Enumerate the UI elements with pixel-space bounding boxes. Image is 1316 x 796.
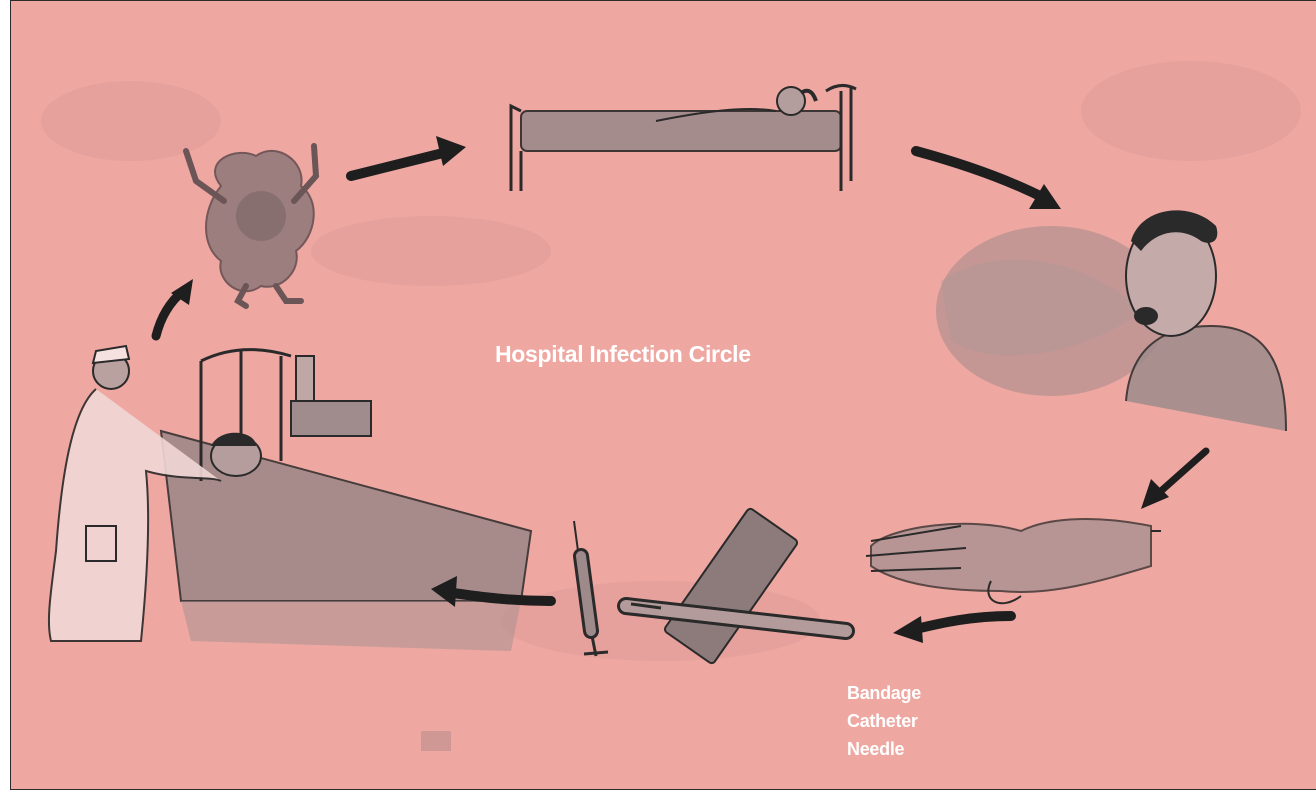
device-label-bandage: Bandage [847, 679, 921, 707]
arrow-hand-to-bandage [893, 616, 1011, 643]
nurse-patient-icon [49, 346, 531, 751]
diagram-title: Hospital Infection Circle [495, 341, 751, 368]
arrow-germ-to-bed [351, 136, 466, 176]
diagram-canvas: Hospital Infection Circle Bandage Cathet… [10, 0, 1316, 790]
illustration-layer [11, 1, 1316, 790]
device-label-needle: Needle [847, 735, 921, 763]
arrow-bed-to-man [916, 151, 1061, 209]
germ-figure-icon [186, 146, 316, 306]
patient-in-bed-icon [511, 85, 856, 191]
device-list: Bandage Catheter Needle [847, 679, 921, 763]
arrow-man-to-hand [1141, 451, 1206, 509]
hand-icon [866, 519, 1161, 603]
arrow-nurse-to-germ [156, 279, 193, 336]
coughing-man-icon [936, 210, 1286, 431]
frame-bottom-border [10, 789, 1316, 790]
device-label-catheter: Catheter [847, 707, 921, 735]
